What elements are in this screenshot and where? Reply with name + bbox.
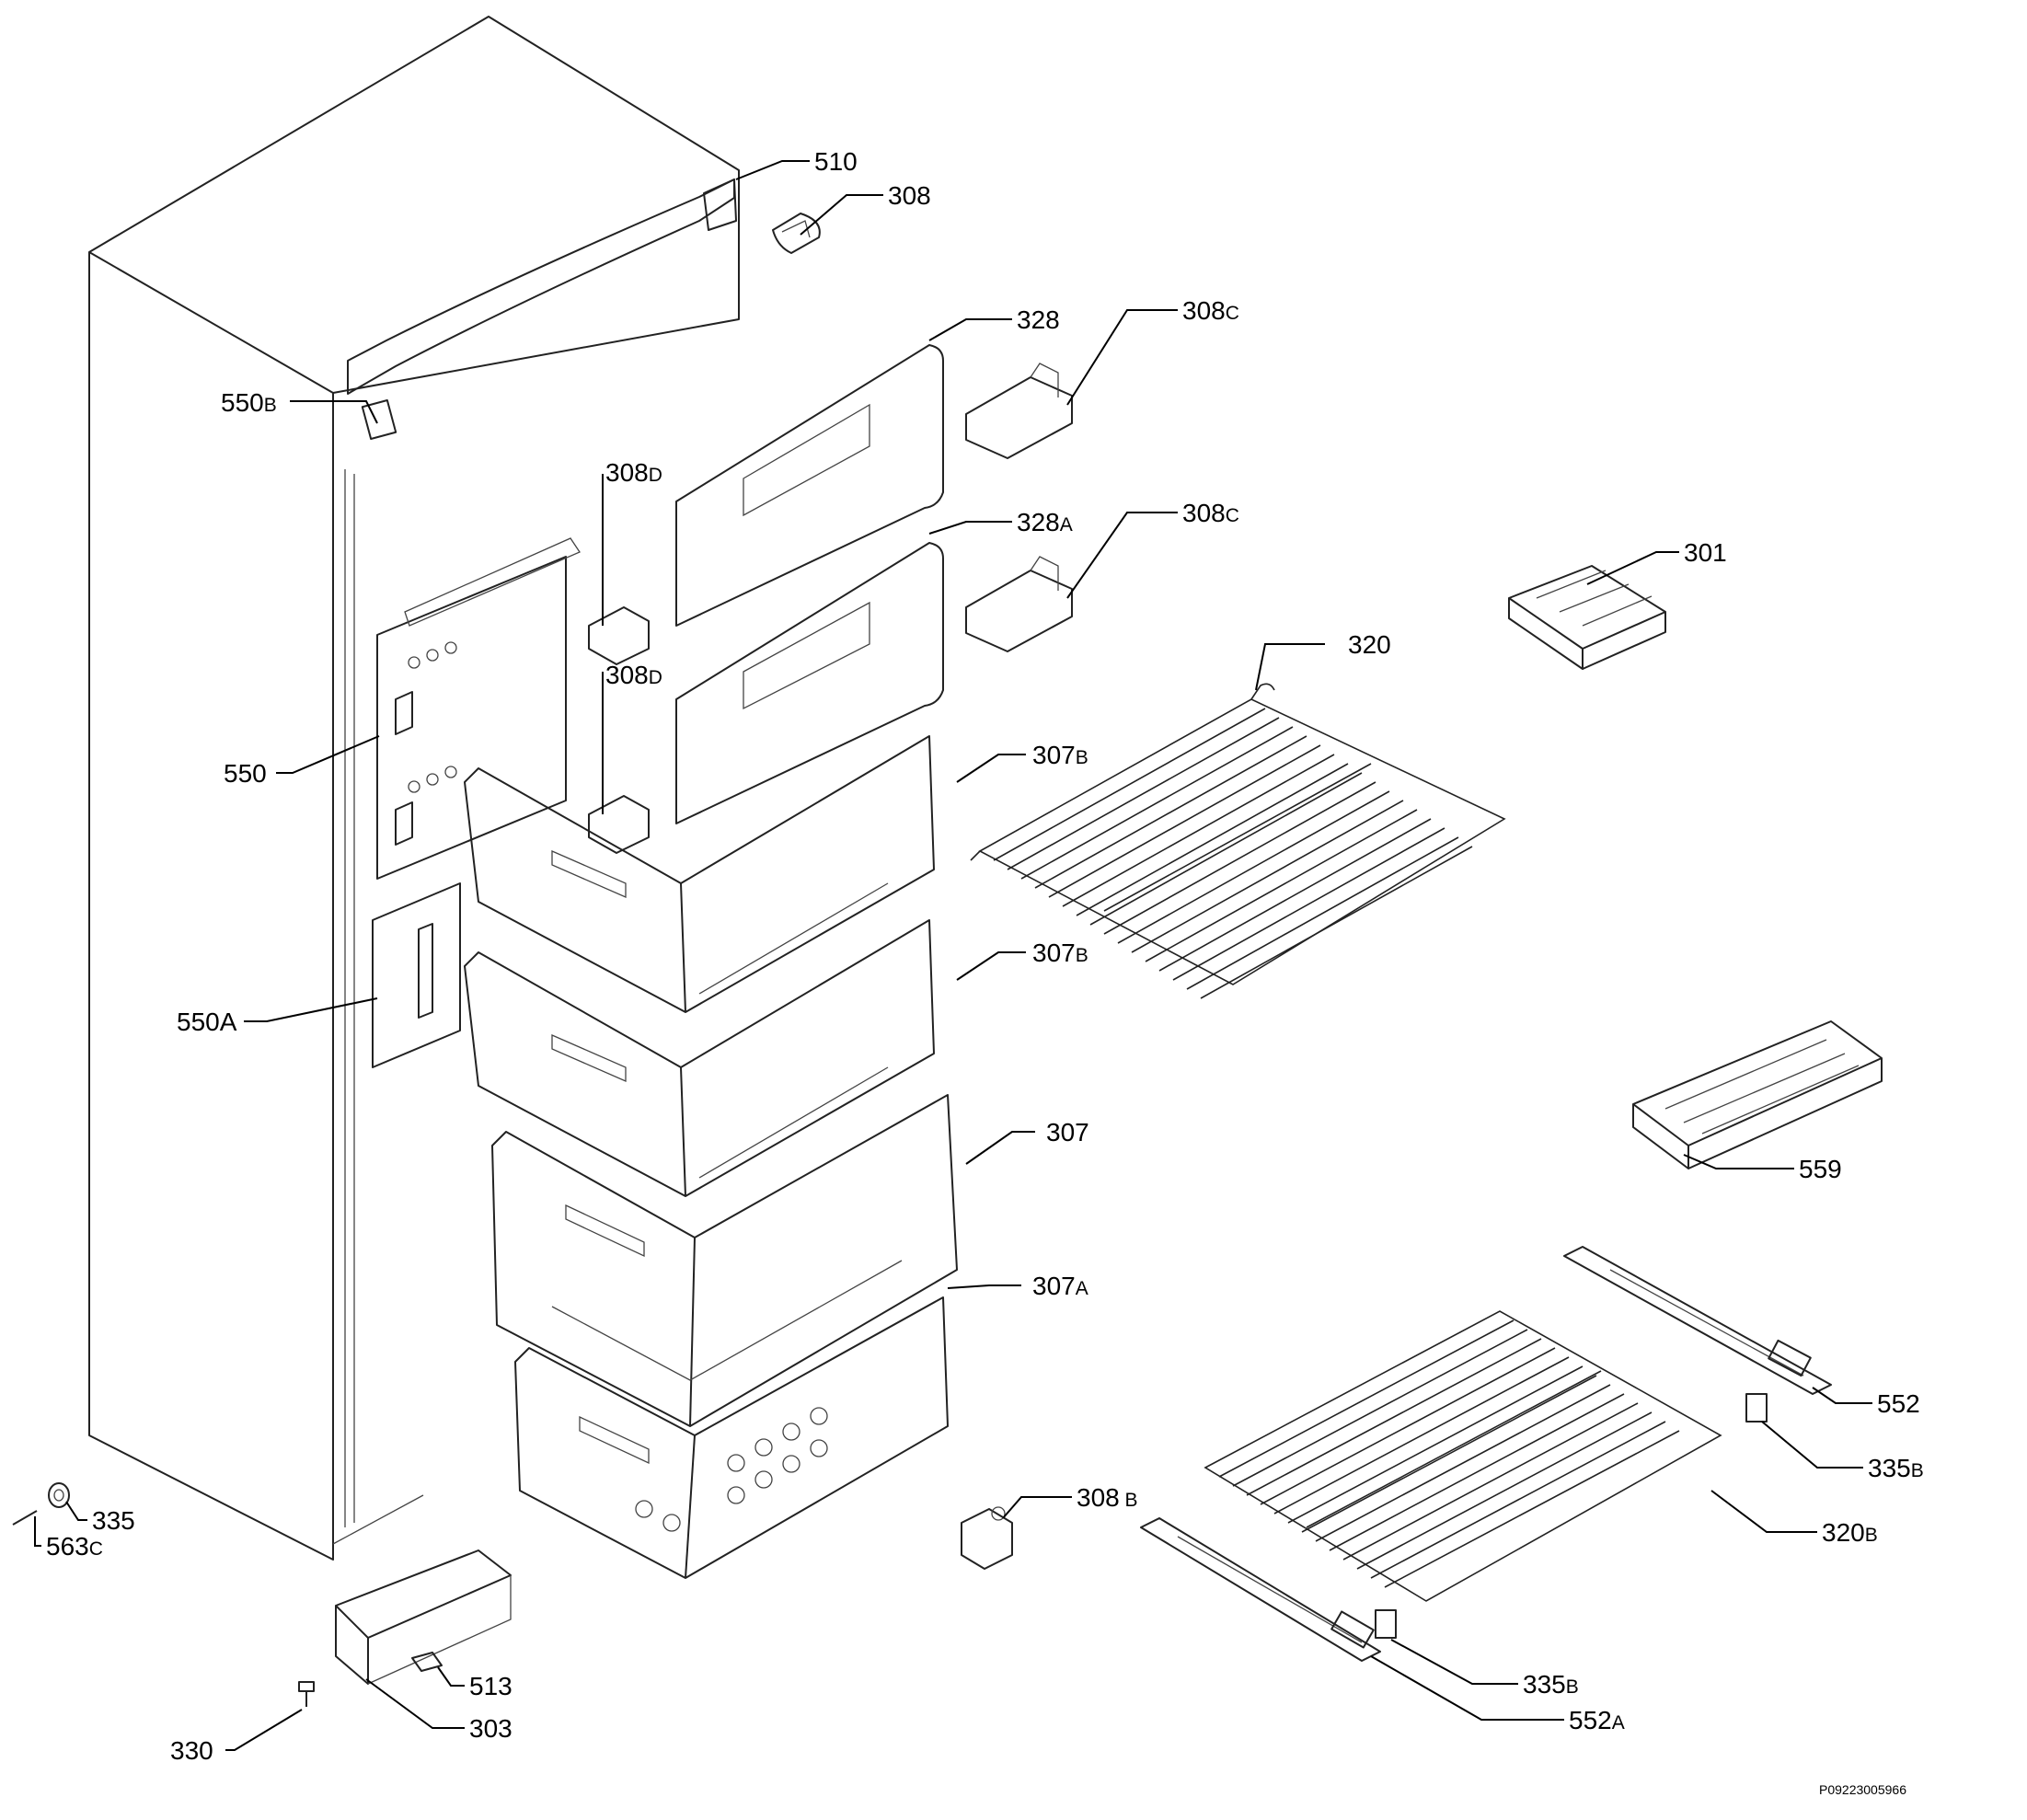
callout-307b-upper: 307B [1032, 741, 1088, 769]
tray-559 [1632, 1020, 1883, 1169]
pin-563c [12, 1510, 38, 1526]
callout-563c: 563C [46, 1532, 103, 1561]
adjustable-foot-330 [298, 1681, 315, 1707]
wire-shelf-320b [1204, 1310, 1722, 1602]
callout-328a: 328A [1017, 508, 1073, 536]
wire-shelf-320 [970, 683, 1506, 999]
rail-552 [1563, 1246, 1832, 1395]
hinge-block-308c-lower [965, 556, 1073, 652]
callout-559: 559 [1799, 1155, 1842, 1183]
clip-513 [411, 1652, 443, 1672]
callout-307a: 307A [1032, 1272, 1088, 1300]
callout-328: 328 [1017, 305, 1060, 334]
hinge-piece-308d-upper [588, 606, 650, 665]
drawer-307 [491, 1094, 958, 1427]
callout-308b: 308 B [1077, 1483, 1138, 1512]
callout-550b: 550B [221, 388, 277, 417]
drawing-code: P09223005966 [1819, 1782, 1906, 1797]
callout-308: 308 [888, 181, 931, 210]
freezer-cabinet [88, 16, 740, 1561]
callout-307b-lower: 307B [1032, 939, 1088, 967]
hinge-clip-308 [772, 213, 821, 254]
ice-tray-301 [1508, 565, 1666, 670]
callout-308d-upper: 308D [605, 458, 662, 487]
callout-303: 303 [469, 1714, 513, 1743]
callout-308c-upper: 308C [1182, 296, 1239, 325]
callout-552a: 552A [1569, 1706, 1625, 1734]
callout-307: 307 [1046, 1118, 1089, 1146]
drawer-307b-lower [464, 919, 935, 1197]
top-trim-510 [347, 179, 737, 441]
callout-510: 510 [814, 147, 858, 176]
drawer-307a [514, 1296, 949, 1579]
hinge-308b [961, 1506, 1013, 1570]
callout-335b-lower: 335B [1523, 1670, 1579, 1699]
callout-320b: 320B [1822, 1518, 1878, 1547]
hinge-piece-308d-lower [588, 795, 650, 854]
rail-552a [1140, 1517, 1381, 1662]
drawer-307b-upper [464, 735, 935, 1013]
flap-328a [675, 542, 944, 824]
callout-552: 552 [1877, 1389, 1920, 1418]
callout-335: 335 [92, 1506, 135, 1535]
callout-320: 320 [1348, 630, 1391, 659]
callout-labels: 510 308 328 308C 550B 308D 328A 308C 301… [46, 147, 1924, 1797]
back-panel-550 [376, 537, 581, 880]
flap-328 [675, 344, 944, 627]
roller-335b-upper [1745, 1393, 1768, 1423]
callout-335b-upper: 335B [1868, 1454, 1924, 1482]
callout-513: 513 [469, 1672, 513, 1700]
callout-301: 301 [1684, 538, 1727, 567]
callout-550a: 550A [177, 1008, 237, 1036]
callout-308c-lower: 308C [1182, 499, 1239, 527]
callout-330: 330 [170, 1736, 213, 1765]
roller-335b-lower [1375, 1609, 1397, 1639]
foot-335 [48, 1482, 70, 1508]
back-panel-550a [372, 882, 461, 1068]
plinth-303 [335, 1549, 512, 1685]
leader-lines [34, 160, 1872, 1751]
callout-550: 550 [224, 759, 267, 788]
hinge-block-308c-upper [965, 363, 1073, 459]
callout-308d-lower: 308D [605, 661, 662, 689]
